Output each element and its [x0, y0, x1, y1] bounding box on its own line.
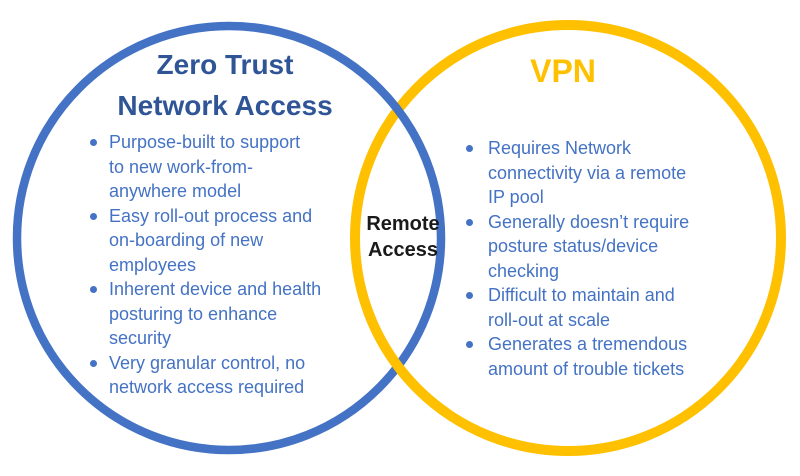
- vpn-circle-icon: [350, 20, 786, 456]
- bullet-text: Generally doesn’t require posture status…: [488, 211, 690, 281]
- ztna-list-item: Purpose-built to support to new work-fro…: [90, 130, 330, 204]
- ztna-list-item: Easy roll-out process and on-boarding of…: [90, 204, 330, 278]
- bullet-icon: [90, 286, 97, 293]
- vpn-list-item: Generates a tremendous amount of trouble…: [466, 332, 716, 381]
- bullet-icon: [466, 218, 473, 226]
- vpn-bullet-list: Requires Network connectivity via a remo…: [466, 136, 716, 381]
- bullet-icon: [90, 359, 97, 367]
- bullet-icon: [466, 341, 473, 348]
- vpn-list-item: Generally doesn’t require posture status…: [466, 210, 716, 284]
- ztna-bullet-list: Purpose-built to support to new work-fro…: [90, 130, 330, 400]
- bullet-text: Difficult to maintain and roll-out at sc…: [488, 285, 675, 330]
- ztna-title: Zero Trust Network Access: [117, 49, 333, 121]
- bullet-text: Very granular control, no network access…: [109, 352, 306, 398]
- vpn-list-item: Difficult to maintain and roll-out at sc…: [466, 283, 716, 332]
- bullet-text: Generates a tremendous amount of trouble…: [488, 334, 688, 379]
- bullet-text: Purpose-built to support to new work-fro…: [109, 132, 301, 201]
- bullet-text: Requires Network connectivity via a remo…: [488, 138, 687, 207]
- vpn-list-item: Requires Network connectivity via a remo…: [466, 136, 716, 210]
- bullet-text: Easy roll-out process and on-boarding of…: [109, 205, 313, 275]
- ztna-circle-icon: [12, 21, 446, 455]
- bullet-icon: [466, 292, 473, 299]
- bullet-icon: [90, 212, 97, 220]
- bullet-text: Inherent device and health posturing to …: [109, 279, 322, 348]
- bullet-icon: [466, 145, 473, 152]
- vpn-circle-arc-icon: [363, 309, 449, 417]
- vpn-title: VPN: [530, 53, 596, 89]
- bullet-icon: [90, 139, 97, 146]
- overlap-label: Remote Access: [366, 213, 440, 261]
- ztna-list-item: Inherent device and health posturing to …: [90, 277, 330, 351]
- ztna-list-item: Very granular control, no network access…: [90, 351, 330, 400]
